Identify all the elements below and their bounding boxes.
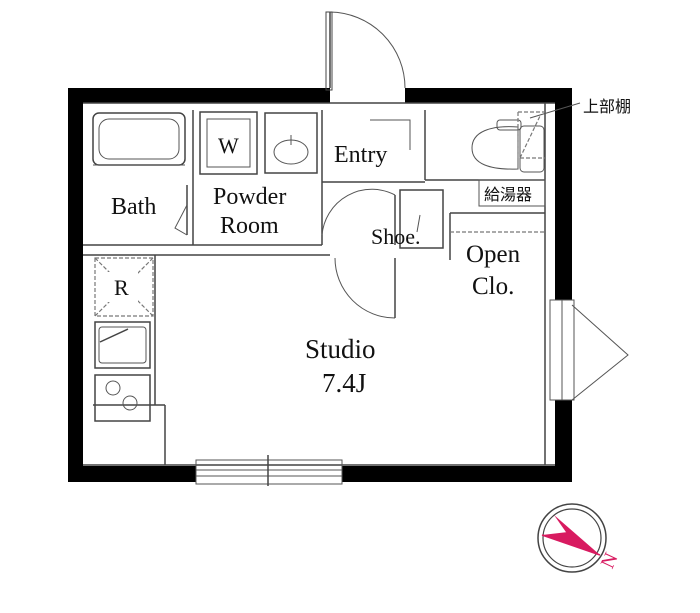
bathtub [92, 112, 188, 236]
powder-room-door[interactable] [321, 188, 396, 245]
studio-label: Studio [305, 334, 376, 364]
powder-room-label-2: Room [220, 213, 279, 239]
refrigerator-space [94, 257, 154, 317]
kitchen-sink [94, 321, 151, 369]
interior-walls [83, 102, 555, 466]
balcony-door[interactable] [549, 299, 629, 401]
open-closet-label-2: Clo. [472, 273, 514, 300]
entry-label: Entry [334, 142, 387, 168]
exterior-walls [68, 88, 572, 482]
stove [94, 374, 151, 422]
washer-space [199, 111, 258, 175]
wash-basin [264, 112, 318, 174]
entry-step [370, 119, 411, 150]
compass-icon [537, 503, 607, 573]
water-heater-label: 給湯器 [484, 185, 532, 204]
powder-room-label-1: Powder [213, 184, 286, 210]
washer-label: W [218, 133, 239, 158]
toilet [471, 102, 581, 173]
water-heater-box [478, 179, 546, 207]
compass-north-label: N [597, 550, 623, 572]
bath-label: Bath [111, 194, 156, 220]
open-closet-label-1: Open [466, 241, 521, 268]
bottom-window [195, 455, 343, 486]
upper-shelf-label: 上部棚 [583, 97, 631, 116]
studio-size-label: 7.4J [322, 368, 366, 398]
entry-door[interactable] [325, 11, 406, 91]
refrigerator-label: R [114, 275, 129, 300]
shoe-closet-label: Shoe. [371, 224, 421, 249]
studio-door[interactable] [334, 257, 396, 319]
